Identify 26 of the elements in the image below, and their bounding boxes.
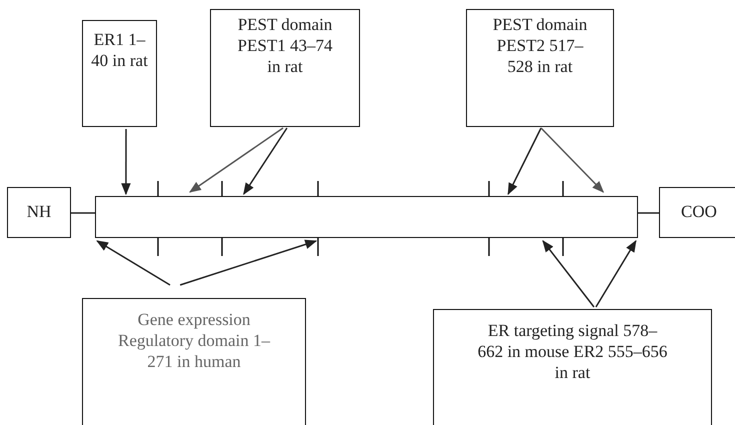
connector-line: [71, 212, 95, 214]
arrow: [180, 240, 318, 286]
arrow: [595, 240, 636, 308]
terminus-box: [7, 187, 71, 238]
callout-box: [433, 309, 712, 425]
callout-text: PEST domain PEST1 43–74 in rat: [236, 14, 334, 77]
callout-text: PEST domain PEST2 517–528 in rat: [492, 14, 588, 77]
arrow: [508, 128, 542, 196]
callout-text: COO: [680, 201, 718, 222]
connector-line: [638, 212, 659, 214]
arrow: [96, 240, 170, 286]
callout-box: [82, 20, 157, 127]
arrow: [540, 127, 604, 193]
callout-text: ER targeting signal 578–662 in mouse ER2 555–656 in rat: [478, 320, 668, 383]
arrow: [121, 129, 131, 196]
callout-box: [466, 9, 614, 127]
callout-box: [210, 9, 360, 127]
callout-text: ER1 1–40 in rat: [90, 29, 149, 71]
callout-box: [82, 298, 306, 425]
protein-bar: [95, 196, 638, 238]
arrow: [243, 128, 288, 195]
callout-text: Gene expression Regulatory domain 1–271 in human: [116, 309, 272, 372]
arrow: [542, 240, 595, 308]
callout-text: NH: [26, 201, 52, 222]
arrow: [189, 127, 284, 193]
terminus-box: [659, 187, 735, 238]
